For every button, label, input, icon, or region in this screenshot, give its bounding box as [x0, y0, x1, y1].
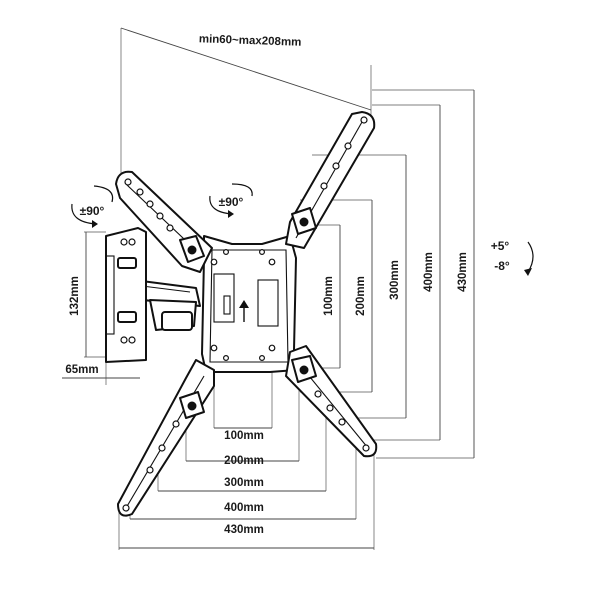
tilt-down-label: -8° — [494, 259, 510, 273]
height-100-label: 100mm — [323, 276, 335, 316]
lower-right-arm — [285, 345, 378, 458]
height-400-label: 400mm — [423, 252, 435, 292]
wall-plate — [105, 227, 147, 363]
upper-left-arm — [115, 170, 213, 273]
vesa-plate — [201, 235, 297, 373]
lower-left-arm — [117, 359, 215, 517]
width-430-label: 430mm — [224, 524, 264, 536]
width-400-label: 400mm — [224, 502, 264, 514]
tilt-up-label: +5° — [491, 239, 510, 253]
arm-extension-label: min60~max208mm — [199, 33, 302, 49]
wall-plate-depth-label: 65mm — [65, 364, 98, 376]
screen-rotation-label: ±90° — [219, 195, 244, 209]
upper-right-arm — [285, 111, 376, 249]
wall-swivel-label: ±90° — [80, 204, 105, 218]
rotate-arrow-icon — [71, 185, 114, 228]
height-200-label: 200mm — [355, 276, 367, 316]
up-arrow-icon — [239, 300, 249, 322]
height-430-label: 430mm — [457, 252, 469, 292]
width-300-label: 300mm — [224, 477, 264, 489]
tilt-arrow-icon — [524, 241, 534, 276]
width-200-label: 200mm — [224, 455, 264, 467]
wall-plate-height-label: 132mm — [69, 276, 81, 316]
width-100-label: 100mm — [224, 430, 264, 442]
height-300-label: 300mm — [389, 260, 401, 300]
dimension-lines — [62, 27, 475, 550]
rotate-arrow-icon — [209, 183, 253, 218]
